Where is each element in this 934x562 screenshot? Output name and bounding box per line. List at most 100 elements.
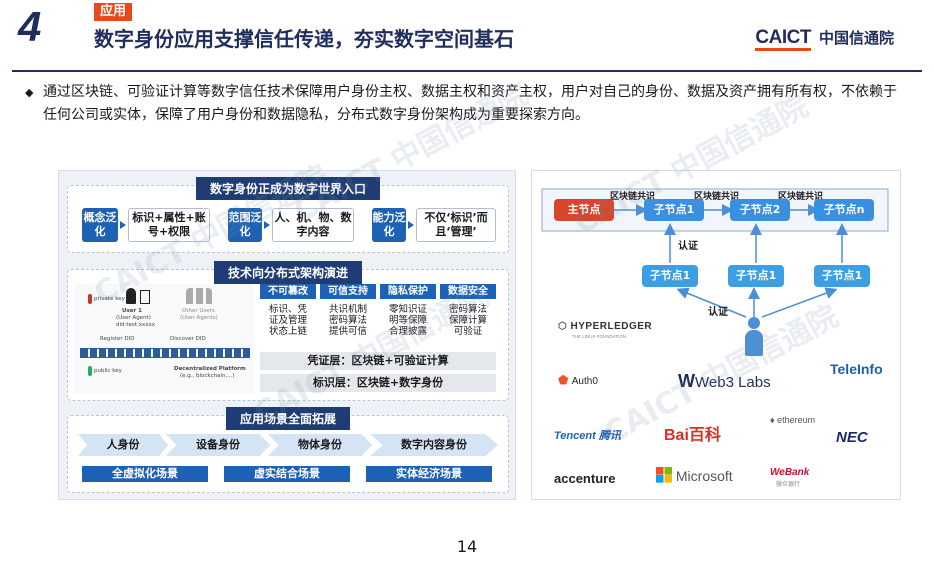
column-line: 合理披露 <box>388 326 427 337</box>
auth0-logo: ⬟ Auth0 <box>558 373 598 387</box>
chevron-content-identity: 数字内容身份 <box>370 434 498 456</box>
microsoft-windows-icon <box>656 467 672 483</box>
webank-sub: 微众银行 <box>776 482 801 488</box>
web3-mark-icon: W <box>678 371 695 391</box>
scope-desc: 人、机、物、数字内容 <box>272 208 354 242</box>
auth0-shield-icon: ⬟ <box>558 373 572 387</box>
scene-physical: 实体经济场景 <box>366 466 492 482</box>
column-head-tamperproof: 不可篡改 <box>260 284 316 299</box>
discover-did-label: Discover DID <box>170 336 206 342</box>
phone-icon <box>140 290 150 304</box>
child-node-1: 子节点1 <box>644 199 704 221</box>
user1-label: User 1 <box>122 308 142 314</box>
microsoft-logo: Microsoft <box>656 467 733 484</box>
band-scenarios: 应用场景全面拓展 人身份 设备身份 物体身份 数字内容身份 全虚拟化场景 虚实结… <box>67 407 509 493</box>
column-head-security: 数据安全 <box>440 284 496 299</box>
webank-logo: WeBank <box>770 467 810 478</box>
ethereum-diamond-icon: ♦ <box>770 415 778 425</box>
distributed-network-figure: 区块链共识 区块链共识 区块链共识 主节点 子节点1 子节点2 子节点n 认证 … <box>531 170 901 500</box>
ethereum-text: ethereum <box>777 415 816 425</box>
page-number: 14 <box>456 537 478 556</box>
platform-label: Decentralized Platform <box>174 366 246 372</box>
other-users-icon <box>186 288 212 304</box>
logo-cn: 中国信通院 <box>818 29 894 47</box>
master-node: 主节点 <box>554 199 614 221</box>
bullet-paragraph: ◆ 通过区块链、可验证计算等数字信任技术保障用户身份主权、数据主权和资产主权，用… <box>25 81 903 127</box>
consensus-label-3: 区块链共识 <box>778 192 824 202</box>
band-architecture: 技术向分布式架构演进 private key User 1 (User Agen… <box>67 261 509 401</box>
scope-generalization: 范围泛化 <box>228 208 262 242</box>
column-head-trust: 可信支持 <box>320 284 376 299</box>
column-head-privacy: 隐私保护 <box>380 284 436 299</box>
web3-text: Web3 Labs <box>695 374 771 391</box>
column-body: 共识机制 密码算法 提供可信 <box>320 304 376 337</box>
band-entry-title: 数字身份正成为数字世界入口 <box>195 177 381 200</box>
column-line: 明等保障 <box>388 315 427 326</box>
tencent-logo: Tencent 腾讯 <box>554 430 621 442</box>
arrow-icon <box>264 221 270 229</box>
microsoft-text: Microsoft <box>675 468 733 484</box>
credential-layer: 凭证层：区块链+可验证计算 <box>260 352 496 370</box>
identity-architecture-figure: 数字身份正成为数字世界入口 概念泛化 标识+属性+账号+权限 范围泛化 人、机、… <box>58 170 516 500</box>
register-did-label: Register DID <box>100 336 135 342</box>
column-body: 零知识证 明等保障 合理披露 <box>380 304 436 337</box>
page-title: 数字身份应用支撑信任传递，夯实数字空间基石 <box>94 27 514 51</box>
concept-generalization: 概念泛化 <box>82 208 118 242</box>
identifier-layer: 标识层：区块链+数字身份 <box>260 374 496 392</box>
user1-did: did:test:xxxxx <box>116 322 156 328</box>
caict-logo: CAICT 中国信通院 <box>755 27 894 51</box>
sub-node-left: 子节点1 <box>642 265 698 287</box>
arrow-icon <box>120 221 126 229</box>
nec-logo: NEC <box>836 429 868 446</box>
chevron-object-identity: 物体身份 <box>268 434 372 456</box>
capability-desc: 不仅‘标识’而且‘管理’ <box>416 208 496 242</box>
person-head-icon <box>748 317 760 329</box>
consensus-label-2: 区块链共识 <box>694 192 740 202</box>
band-architecture-title: 技术向分布式架构演进 <box>213 261 363 284</box>
column-line: 共识机制 <box>328 304 367 315</box>
person-body-icon <box>745 330 763 356</box>
sub-node-right: 子节点1 <box>814 265 870 287</box>
column-line: 密码算法 <box>448 304 487 315</box>
user-icon <box>126 288 136 304</box>
hyperledger-sub: THE LINUX FOUNDATION <box>572 334 627 339</box>
column-line: 密码算法 <box>328 315 367 326</box>
private-key-label: private key <box>94 296 125 302</box>
chevron-person-identity: 人身份 <box>78 434 168 456</box>
private-key-icon <box>88 294 92 304</box>
column-line: 状态上链 <box>268 326 307 337</box>
column-line: 零知识证 <box>388 304 427 315</box>
band-scenarios-title: 应用场景全面拓展 <box>225 407 351 430</box>
band-entry: 数字身份正成为数字世界入口 概念泛化 标识+属性+账号+权限 范围泛化 人、机、… <box>67 177 509 253</box>
other-users-label: Other Users <box>182 308 215 314</box>
column-body: 密码算法 保障计算 可验证 <box>440 304 496 337</box>
arrow-icon <box>408 221 414 229</box>
column-line: 提供可信 <box>328 326 367 337</box>
hyperledger-logo: ⬡ HYPERLEDGER <box>558 321 652 332</box>
bullet-text: 通过区块链、可验证计算等数字信任技术保障用户身份主权、数据主权和资产主权，用户对… <box>43 84 897 123</box>
column-line: 可验证 <box>453 326 483 337</box>
user1-sub: (User Agent) <box>116 315 151 321</box>
baidu-logo: Bai百科 <box>664 427 721 444</box>
hyperledger-mark-icon: ⬡ <box>558 321 571 332</box>
capability-generalization: 能力泛化 <box>372 208 406 242</box>
diamond-bullet-icon: ◆ <box>25 86 34 99</box>
auth-label-bottom: 认证 <box>708 307 728 318</box>
hyperledger-text: HYPERLEDGER <box>570 321 653 332</box>
blockchain-icon <box>80 348 250 358</box>
column-line: 标识、凭 <box>268 304 307 315</box>
did-diagram: private key User 1 (User Agent) did:test… <box>74 284 254 394</box>
auth-label-top: 认证 <box>678 241 698 252</box>
accenture-logo: accenture <box>554 471 616 486</box>
section-number: 4 <box>18 3 42 50</box>
header-divider <box>12 70 922 72</box>
child-node-n: 子节点n <box>814 199 874 221</box>
public-key-label: public key <box>94 368 122 374</box>
platform-sub: (e.g., blockchain,...) <box>180 373 235 379</box>
public-key-icon <box>88 366 92 376</box>
concept-desc: 标识+属性+账号+权限 <box>128 208 210 242</box>
section-tag: 应用 <box>94 3 133 21</box>
ethereum-logo: ♦ ethereum <box>770 415 815 425</box>
column-line: 证及管理 <box>268 315 307 326</box>
chevron-device-identity: 设备身份 <box>166 434 270 456</box>
